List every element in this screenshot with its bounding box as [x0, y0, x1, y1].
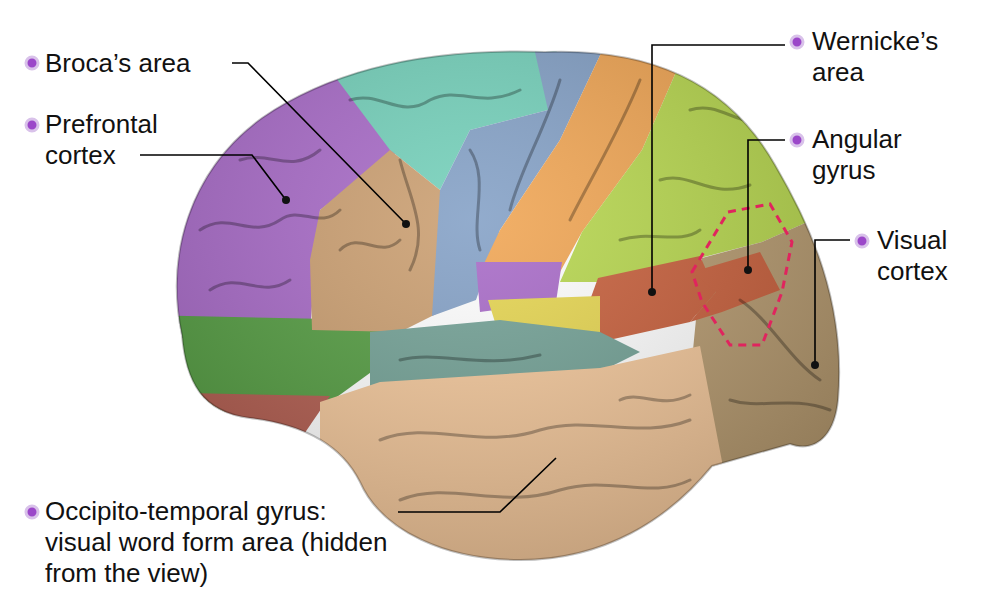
region-label: Visual cortex — [877, 225, 989, 287]
region-label: Angular gyrus — [812, 124, 937, 186]
dashed-outline — [692, 204, 792, 345]
region-label: Wernicke’s area — [812, 26, 977, 88]
region-label: Broca’s area — [45, 48, 245, 79]
leader-ends — [282, 196, 819, 369]
leader-lines — [140, 45, 850, 512]
region-label: Occipito-temporal gyrus: visual word for… — [45, 496, 395, 589]
region-label: Prefrontal cortex — [45, 109, 195, 171]
brain-outline — [177, 52, 839, 560]
bullet-dots — [26, 36, 868, 518]
